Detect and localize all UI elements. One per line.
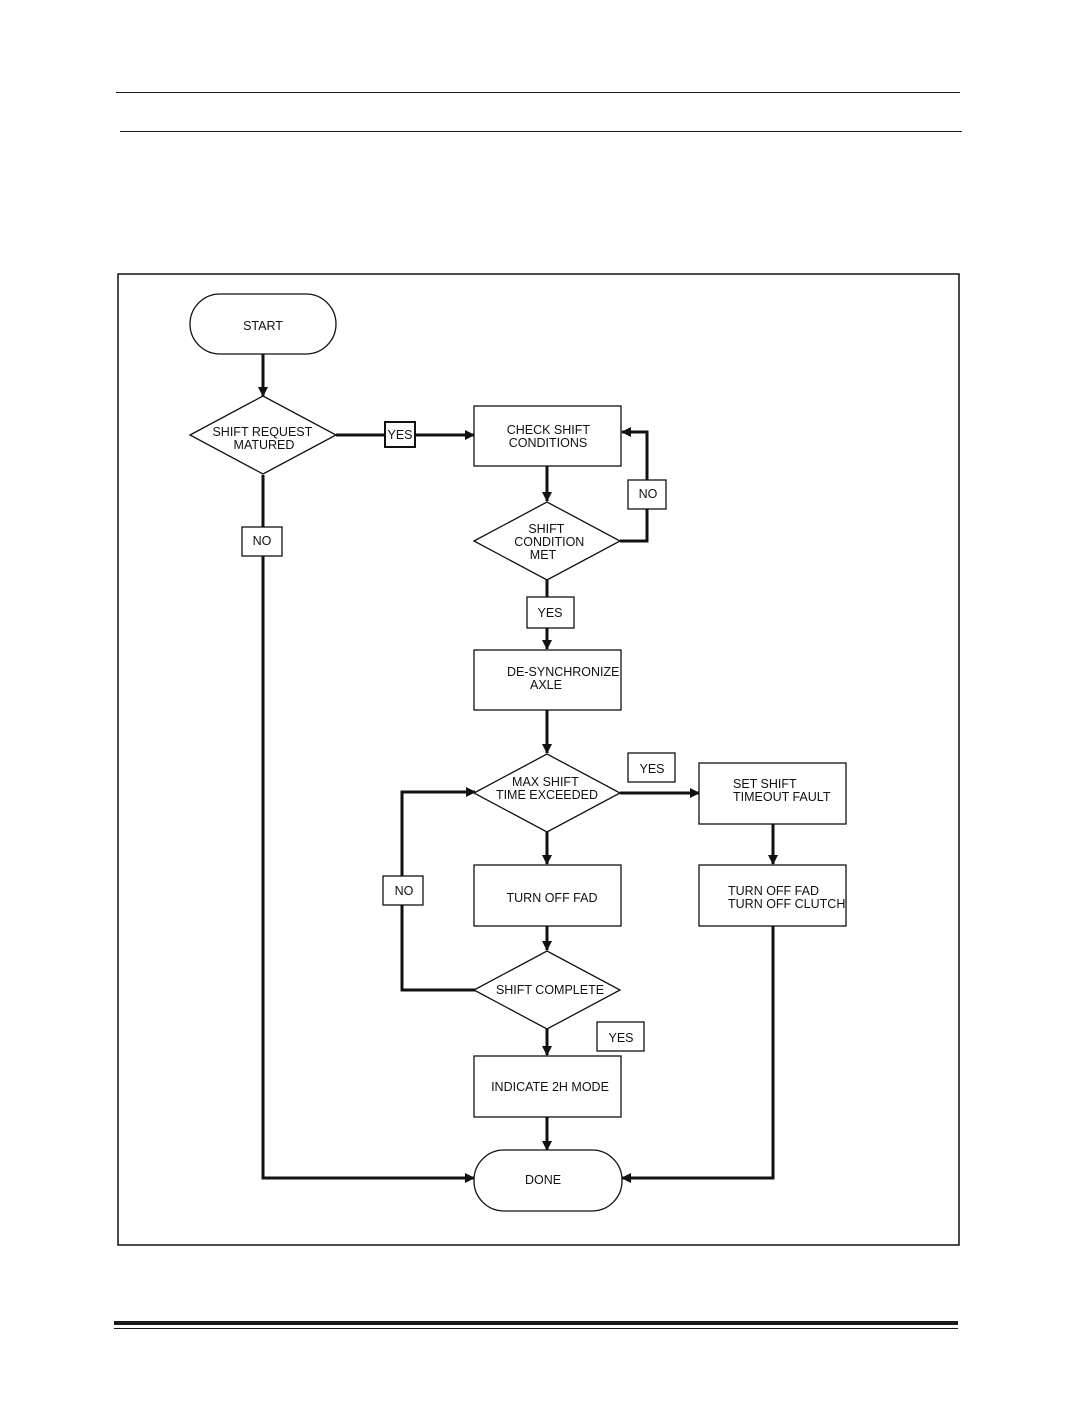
node-shift-condition-met xyxy=(472,501,622,581)
node-start-text: START xyxy=(243,319,283,333)
node-turn-off-fad-clutch-text: TURN OFF FAD TURN OFF CLUTCH xyxy=(728,884,845,911)
node-shift-complete-text: SHIFT COMPLETE xyxy=(496,983,604,997)
label-box-yes-request xyxy=(384,421,416,448)
label-box-no-condition xyxy=(627,479,667,510)
node-done xyxy=(473,1149,623,1212)
edge-label-yes-complete: YES xyxy=(608,1031,633,1045)
node-check-shift-conditions-text: CHECK SHIFT CONDITIONS xyxy=(507,423,594,450)
edge-label-no-complete: NO xyxy=(395,884,414,898)
edge-label-yes-condition: YES xyxy=(537,606,562,620)
node-indicate-2h-mode xyxy=(473,1055,622,1118)
edge-label-yes-request: YES xyxy=(387,428,412,442)
node-check-shift-conditions xyxy=(473,405,622,467)
label-box-yes-max xyxy=(627,752,676,783)
node-shift-request-matured-text: SHIFT REQUEST MATURED xyxy=(212,425,315,452)
node-turn-off-fad-text: TURN OFF FAD xyxy=(507,891,598,905)
header-rule-bottom xyxy=(120,131,962,132)
node-max-shift-time-exceeded-text: MAX SHIFT TIME EXCEEDED xyxy=(496,775,598,802)
diagram-frame xyxy=(117,273,960,1246)
edge-clutch-to-done xyxy=(621,926,775,1183)
node-turn-off-fad-clutch xyxy=(698,864,847,927)
node-done-text: DONE xyxy=(525,1173,561,1187)
node-turn-off-fad xyxy=(473,864,622,927)
edge-label-no-condition: NO xyxy=(639,487,658,501)
node-de-synchronize-axle xyxy=(473,649,622,711)
node-de-synchronize-axle-text: DE-SYNCHRONIZE AXLE xyxy=(507,665,623,692)
node-set-shift-timeout-fault xyxy=(698,762,847,825)
node-shift-condition-met-text: SHIFT CONDITION MET xyxy=(514,522,588,562)
label-box-yes-complete xyxy=(596,1021,645,1052)
node-shift-request-matured xyxy=(188,395,338,475)
node-start xyxy=(189,293,337,355)
node-indicate-2h-mode-text: INDICATE 2H MODE xyxy=(491,1080,609,1094)
node-shift-complete xyxy=(472,950,622,1030)
label-box-no-complete xyxy=(382,875,424,906)
edge-request-no-to-done xyxy=(261,475,475,1183)
label-box-yes-condition xyxy=(526,596,575,629)
node-max-shift-time-exceeded xyxy=(472,753,622,833)
edge-label-no-request: NO xyxy=(253,534,272,548)
header-rule-top xyxy=(116,92,960,93)
footer-rule-thin xyxy=(114,1328,958,1329)
footer-rule-thick xyxy=(114,1321,958,1325)
node-set-shift-timeout-fault-text: SET SHIFT TIMEOUT FAULT xyxy=(733,777,831,804)
edge-label-yes-max: YES xyxy=(639,762,664,776)
label-box-no-request xyxy=(241,526,283,557)
